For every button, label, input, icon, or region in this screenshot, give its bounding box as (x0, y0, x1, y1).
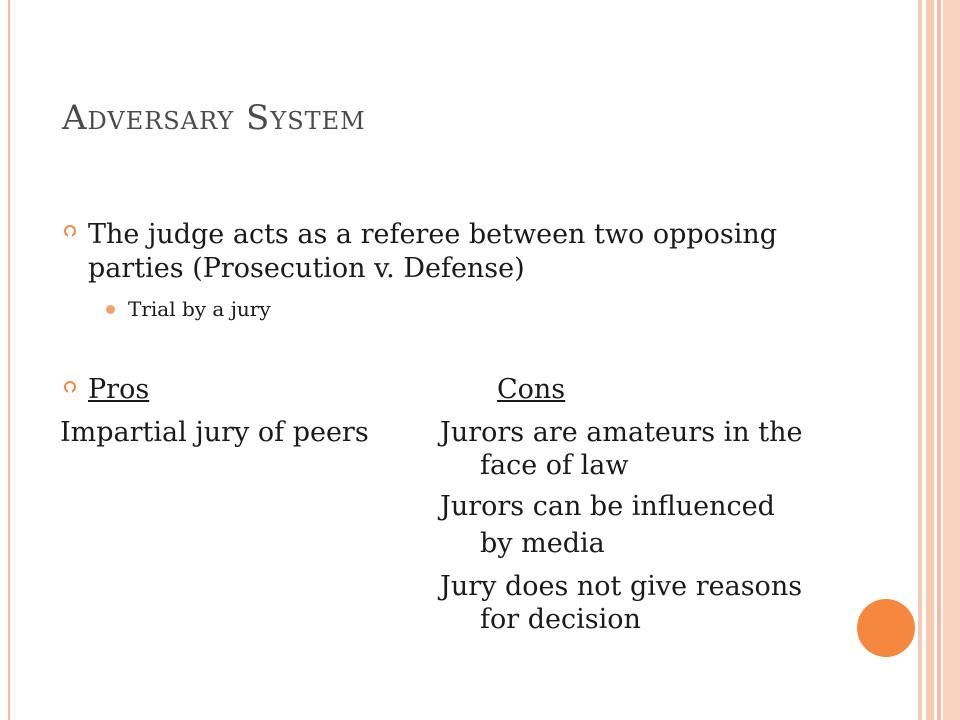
stripe (918, 0, 922, 720)
stripe (943, 0, 960, 720)
decorative-orange-circle (857, 599, 915, 657)
stripe-gap (934, 0, 937, 720)
stripe-gap (922, 0, 926, 720)
sub-bullet-text: Trial by a jury (128, 297, 271, 321)
cons-item-line: Jurors can be influenced (440, 491, 775, 522)
stripe (926, 0, 934, 720)
cons-item-line: by media (480, 528, 605, 559)
cons-item-line: Jury does not give reasons (440, 571, 803, 602)
cons-item-line: Jurors are amateurs in the (440, 417, 803, 448)
left-border-line (8, 0, 10, 720)
bullet-text-line: The judge acts as a referee between two … (88, 219, 778, 250)
cons-item-line: face of law (480, 450, 629, 481)
stripe-gap (941, 0, 943, 720)
bullet-text-line: parties (Prosecution v. Defense) (88, 253, 525, 284)
cons-item-line: for decision (480, 604, 641, 635)
pros-item: Impartial jury of peers (60, 417, 369, 448)
slide-title: Adversary System (62, 98, 366, 138)
cons-header: Cons (497, 374, 566, 405)
ring-bullet-icon (64, 381, 76, 395)
right-decorative-stripes (918, 0, 960, 720)
sub-bullet-dot-icon (106, 305, 115, 314)
ring-bullet-icon (64, 225, 76, 239)
stripe (937, 0, 941, 720)
pros-header: Pros (88, 374, 150, 405)
